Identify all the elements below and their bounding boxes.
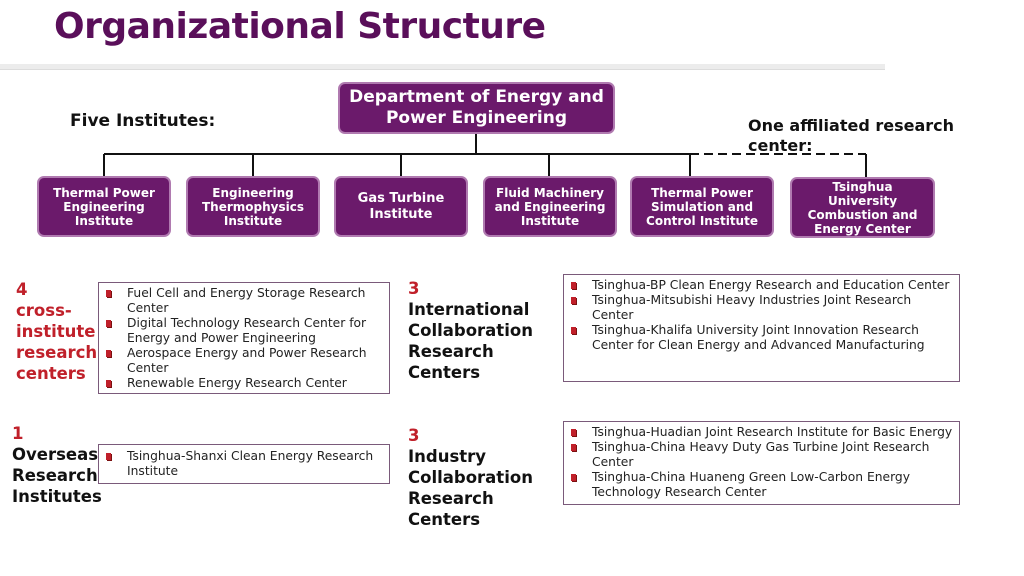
list-item: Tsinghua-China Huaneng Green Low-Carbon … <box>570 470 953 500</box>
list-item: Digital Technology Research Center for E… <box>105 316 383 346</box>
list-item: Tsinghua-Khalifa University Joint Innova… <box>570 323 953 353</box>
overseas-label: Overseas Research Institutes <box>12 445 102 506</box>
industry-label: Industry Collaboration Research Centers <box>408 447 533 529</box>
five-institutes-label: Five Institutes: <box>70 111 216 131</box>
overseas-heading: 1 Overseas Research Institutes <box>12 423 102 507</box>
cross-institute-list: Fuel Cell and Energy Storage Research Ce… <box>98 282 390 394</box>
institute-box-gas-turbine: Gas Turbine Institute <box>334 176 468 237</box>
industry-count: 3 <box>408 426 420 445</box>
affiliated-center-label: One affiliated research center: <box>748 116 955 155</box>
international-list: Tsinghua-BP Clean Energy Research and Ed… <box>563 274 960 382</box>
list-item: Tsinghua-Mitsubishi Heavy Industries Joi… <box>570 293 953 323</box>
industry-heading: 3 Industry Collaboration Research Center… <box>408 425 548 530</box>
cross-institute-count: 4 <box>16 280 28 299</box>
list-item: Fuel Cell and Energy Storage Research Ce… <box>105 286 383 316</box>
overseas-list: Tsinghua-Shanxi Clean Energy Research In… <box>98 444 390 484</box>
cross-institute-label: cross-institute research centers <box>16 301 98 383</box>
list-item: Tsinghua-BP Clean Energy Research and Ed… <box>570 278 953 293</box>
overseas-count: 1 <box>12 424 24 443</box>
affiliated-center-box: Tsinghua University Combustion and Energ… <box>790 177 935 238</box>
institute-box-thermal-power-simulation: Thermal Power Simulation and Control Ins… <box>630 176 774 237</box>
institute-box-engineering-thermophysics: Engineering Thermophysics Institute <box>186 176 320 237</box>
department-box: Department of Energy and Power Engineeri… <box>338 82 615 134</box>
international-heading: 3 International Collaboration Research C… <box>408 278 548 383</box>
page-title: Organizational Structure <box>54 6 546 47</box>
list-item: Aerospace Energy and Power Research Cent… <box>105 346 383 376</box>
list-item: Tsinghua-China Heavy Duty Gas Turbine Jo… <box>570 440 953 470</box>
list-item: Tsinghua-Huadian Joint Research Institut… <box>570 425 953 440</box>
institute-box-thermal-power-engineering: Thermal Power Engineering Institute <box>37 176 171 237</box>
list-item: Tsinghua-Shanxi Clean Energy Research In… <box>105 449 383 479</box>
international-label: International Collaboration Research Cen… <box>408 300 533 382</box>
cross-institute-heading: 4 cross-institute research centers <box>16 279 98 384</box>
industry-list: Tsinghua-Huadian Joint Research Institut… <box>563 421 960 505</box>
list-item: Renewable Energy Research Center <box>105 376 383 391</box>
institute-box-fluid-machinery: Fluid Machinery and Engineering Institut… <box>483 176 617 237</box>
international-count: 3 <box>408 279 420 298</box>
title-divider <box>0 64 885 70</box>
